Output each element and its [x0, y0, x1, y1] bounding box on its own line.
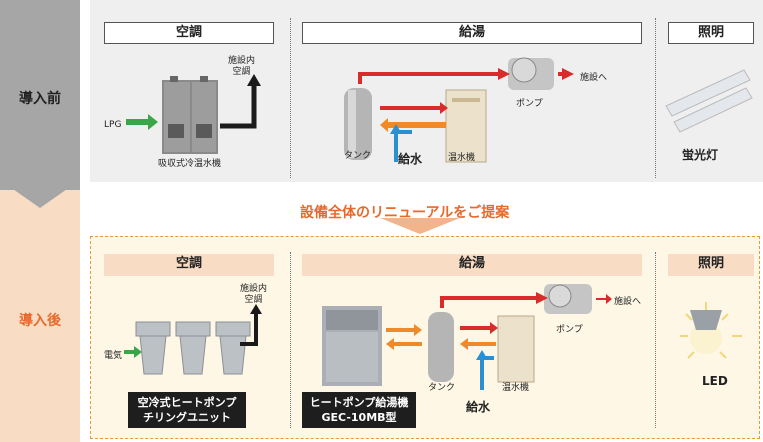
proposal-arrow [380, 218, 460, 234]
before-water-label: 給水 [398, 152, 423, 166]
after-label: 導入後 [19, 313, 61, 329]
after-facility-ac-label: 施設内 空調 [240, 284, 268, 305]
led-bulb-icon [680, 302, 742, 359]
after-light-title: 照明 [668, 254, 754, 276]
after-hw-system-icon [322, 284, 612, 390]
proposal-text: 設備全体のリニューアルをご提案 [300, 205, 510, 221]
divider [655, 18, 656, 178]
before-label: 導入前 [19, 91, 61, 107]
before-light-title: 照明 [668, 22, 754, 44]
before-hw-system-icon [344, 57, 574, 163]
before-pump-label: ポンプ [516, 99, 543, 109]
divider [290, 18, 291, 178]
after-band: 導入後 [0, 190, 80, 442]
after-light-label: LED [702, 374, 728, 388]
after-heater-label: 温水機 [502, 383, 530, 393]
after-dest-label: 施設へ [614, 297, 642, 307]
after-chiller-label: 空冷式ヒートポンプ チリングユニット [128, 392, 246, 428]
before-dest-label: 施設へ [580, 73, 608, 83]
before-hw-title: 給湯 [302, 22, 642, 44]
after-electricity-label: 電気 [104, 351, 123, 361]
after-ac-title: 空調 [104, 254, 274, 276]
after-tank-label: タンク [428, 383, 456, 393]
divider [655, 252, 656, 428]
heat-pump-chiller-icon [124, 304, 262, 375]
before-ac-title: 空調 [104, 22, 274, 44]
after-heatpump-label: ヒートポンプ給湯機 GEC-10MB型 [302, 392, 416, 428]
before-chiller-label: 吸収式冷温水機 [158, 159, 222, 169]
before-lpg-label: LPG [104, 120, 122, 130]
before-band: 導入前 [0, 0, 80, 190]
absorption-chiller-icon [126, 74, 261, 154]
after-hw-title: 給湯 [302, 254, 642, 276]
before-tank-label: タンク [344, 151, 372, 161]
before-facility-ac-label: 施設内 空調 [228, 56, 256, 77]
before-heater-label: 温水機 [448, 153, 476, 163]
divider [290, 252, 291, 428]
after-pump-label: ポンプ [556, 325, 583, 335]
fluorescent-lamp-icon [665, 69, 753, 133]
band-divider-arrow [0, 180, 80, 208]
before-light-label: 蛍光灯 [682, 148, 719, 162]
after-water-label: 給水 [466, 400, 491, 414]
